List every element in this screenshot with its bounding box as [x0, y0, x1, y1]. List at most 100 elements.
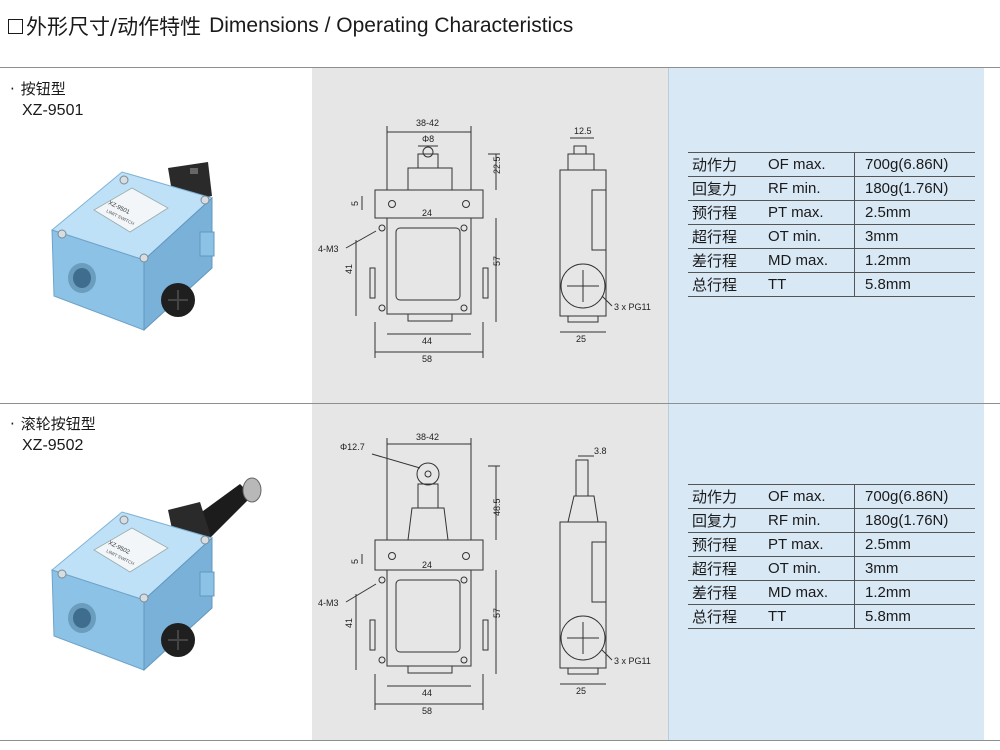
- leader-line: [601, 295, 613, 307]
- leader-line: [345, 230, 377, 249]
- divider-top: [0, 67, 1000, 68]
- spec-value: 1.2mm: [854, 580, 975, 605]
- dim-mount-w: 24: [422, 208, 432, 218]
- mount-hole: [388, 200, 396, 208]
- screw-hole: [460, 576, 468, 584]
- bullet: ·: [10, 415, 15, 433]
- spec-code: TT: [764, 272, 855, 297]
- side-gland: [560, 263, 606, 309]
- side-gland: [560, 615, 606, 661]
- spec-value: 5.8mm: [854, 604, 975, 629]
- dim-inner-w: 44: [422, 688, 432, 698]
- spec-value: 5.8mm: [854, 272, 975, 297]
- spec-code: OT min.: [764, 556, 855, 581]
- mount-hole: [462, 200, 470, 208]
- bullet: ·: [10, 80, 15, 98]
- dim-outer-w: 58: [422, 354, 432, 364]
- diagram-panel-xz9502: [312, 404, 668, 740]
- side-rib: [369, 267, 376, 299]
- spec-value: 180g(1.76N): [854, 508, 975, 533]
- spec-code: TT: [764, 604, 855, 629]
- screw-hole: [378, 224, 386, 232]
- dimension-drawing-xz9501: 38-42 Φ8 22.5 5 24 4-M3 41 57 44 58 12.5…: [318, 118, 651, 364]
- plunger-tip: [422, 146, 434, 158]
- spec-code: RF min.: [764, 176, 855, 201]
- spec-name-cn: 预行程: [688, 200, 764, 225]
- dim-rod-dia: Φ12.7: [340, 442, 365, 452]
- side-rib: [482, 619, 489, 651]
- page-title-en: Dimensions / Operating Characteristics: [209, 14, 574, 37]
- diagram-panel-xz9501: [312, 68, 668, 403]
- screw-icon: [119, 175, 129, 185]
- screw-hole: [460, 304, 468, 312]
- screw-icon: [57, 229, 67, 239]
- side-lug: [591, 189, 607, 251]
- spec-name-cn: 超行程: [688, 224, 764, 249]
- dim-height-low: 41: [344, 264, 354, 274]
- switch-side-face: [143, 196, 213, 332]
- screw-icon: [200, 535, 210, 545]
- dim-height-top: 22.5: [492, 156, 502, 174]
- spec-value: 700g(6.86N): [854, 152, 975, 177]
- mount-hole: [462, 552, 470, 560]
- spec-name-cn: 回复力: [688, 508, 764, 533]
- spec-code: RF min.: [764, 508, 855, 533]
- actuator-pin: [190, 168, 198, 174]
- front-window: [395, 227, 461, 301]
- spec-name-cn: 动作力: [688, 484, 764, 509]
- divider-middle: [0, 403, 1000, 404]
- dim-mount-w: 24: [422, 560, 432, 570]
- leader-line: [371, 453, 421, 469]
- switch-side-face: [143, 536, 213, 672]
- spec-name-cn: 差行程: [688, 580, 764, 605]
- dim-side-top: 12.5: [574, 126, 592, 136]
- side-roller: [575, 459, 589, 497]
- front-actuator-base: [407, 167, 453, 191]
- dim-width-range: 38-42: [416, 118, 439, 128]
- front-window: [395, 579, 461, 653]
- dim-inner-w: 44: [422, 336, 432, 346]
- product-model: XZ-9501: [22, 102, 84, 119]
- page-title-cn: 外形尺寸/动作特性: [26, 15, 202, 39]
- side-plunger: [573, 145, 587, 155]
- thread-hole-inner: [73, 268, 91, 288]
- spec-code: OF max.: [764, 484, 855, 509]
- mounting-lug: [199, 571, 215, 597]
- product-photo-xz9502: XZ-9502 LIMIT SWITCH: [50, 477, 262, 672]
- product-label-xz9501: · 按钮型 XZ-9501: [10, 79, 83, 121]
- spec-code: OF max.: [764, 152, 855, 177]
- side-rib: [482, 267, 489, 299]
- product-type: 按钮型: [20, 80, 66, 98]
- side-actuator: [567, 495, 599, 523]
- dimension-drawing-xz9502: 38-42 Φ12.7 48.5 5 24 4-M3 41 57 44 58 3…: [318, 432, 651, 716]
- product-photo-xz9501: XZ-9501 LIMIT SWITCH: [50, 162, 215, 332]
- screw-icon: [119, 515, 129, 525]
- screw-icon: [57, 569, 67, 579]
- screw-hole: [460, 224, 468, 232]
- label-plate: [93, 527, 169, 573]
- spec-code: PT max.: [764, 532, 855, 557]
- side-tab: [567, 667, 599, 675]
- dim-thread: 3 x PG11: [614, 302, 651, 312]
- spec-name-cn: 预行程: [688, 532, 764, 557]
- dim-height-total: 57: [492, 608, 502, 618]
- dim-mount-h: 5: [350, 559, 360, 564]
- spec-code: MD max.: [764, 580, 855, 605]
- dim-screws: 4-M3: [318, 244, 339, 254]
- dim-rod-dia: Φ8: [422, 134, 434, 144]
- spec-value: 2.5mm: [854, 200, 975, 225]
- spec-value: 700g(6.86N): [854, 484, 975, 509]
- label-plate: [93, 187, 169, 233]
- front-plunger: [417, 153, 439, 169]
- spec-name-cn: 总行程: [688, 272, 764, 297]
- spec-name-cn: 总行程: [688, 604, 764, 629]
- spec-code: OT min.: [764, 224, 855, 249]
